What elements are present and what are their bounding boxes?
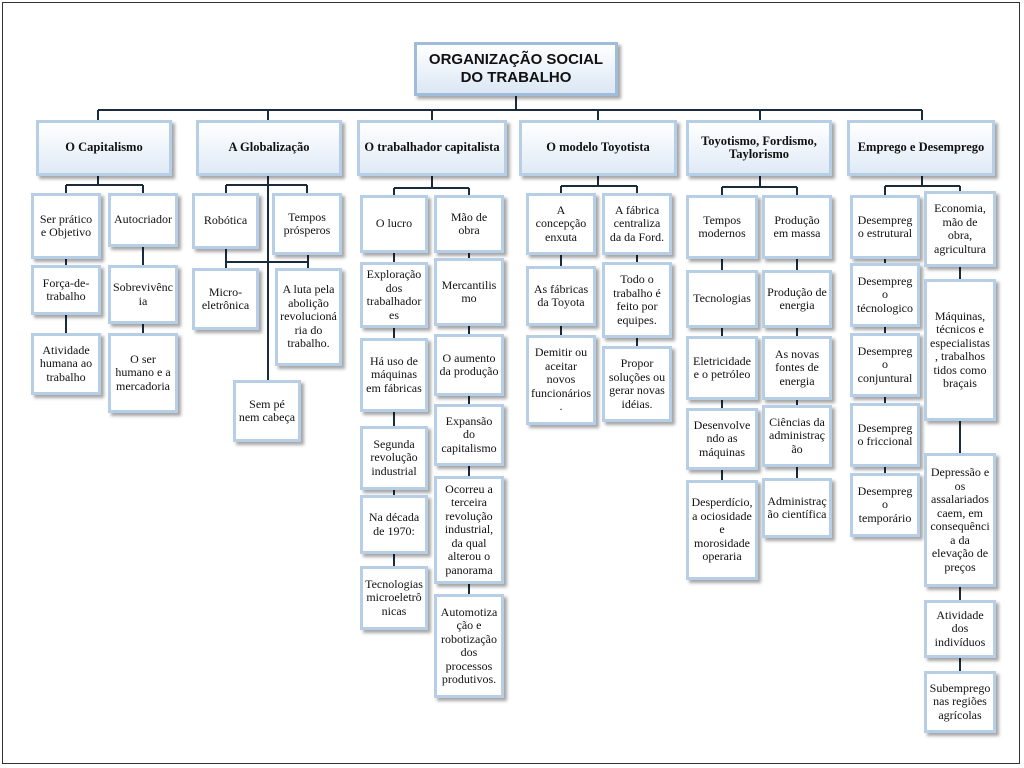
node-demitir-aceitar: Demitir ou aceitar novos funcionários. — [526, 335, 596, 425]
node-fabricas-toyota: As fábricas da Toyota — [526, 266, 596, 326]
node-desperdicio: Desperdício, a ociosidade e morosidade o… — [686, 480, 758, 580]
node-eletricidade-petroleo: Eletricidade e o petróleo — [686, 336, 758, 400]
node-expansao-capitalismo: Expansão do capitalismo — [434, 404, 504, 466]
node-mao-de-obra: Mão de obra — [434, 195, 504, 253]
node-economia-mao-de-obra: Economia, mão de obra, agricultura — [924, 191, 996, 267]
node-propor-solucoes: Propor soluções ou gerar novas idéias. — [602, 346, 672, 422]
header-emprego-desemprego: Emprego e Desemprego — [847, 120, 995, 176]
node-depressao-assalariados: Depressão e os assalariados caem, em con… — [924, 453, 996, 587]
node-desemprego-temporario: Desemprego temporário — [850, 473, 920, 537]
node-micro-eletronica: Micro-eletrônica — [192, 268, 259, 330]
node-ser-pratico: Ser prático e Objetivo — [31, 193, 101, 259]
node-desemprego-tecnologico: Desemprego técnologico — [850, 263, 920, 327]
node-mercantilismo: Mercantilismo — [434, 258, 504, 326]
node-atividade-humana: Atividade humana ao trabalho — [31, 333, 101, 395]
diagram-title: ORGANIZAÇÃO SOCIAL DO TRABALHO — [414, 42, 618, 96]
node-automotizacao: Automotização e robotização dos processo… — [434, 594, 504, 698]
node-trabalho-equipes: Todo o trabalho é feito por equipes. — [602, 262, 672, 338]
node-tecnologias: Tecnologias — [686, 270, 758, 328]
node-producao-energia: Produção de energia — [762, 270, 832, 328]
node-fabrica-ford: A fábrica centraliza da da Ford. — [602, 193, 672, 255]
node-desemprego-conjuntural: Desemprego conjuntural — [850, 333, 920, 397]
node-exploracao: Exploração dos trabalhadores — [360, 262, 428, 328]
header-o-trabalhador-capitalista: O trabalhador capitalista — [357, 120, 507, 176]
header-o-modelo-toyotista: O modelo Toyotista — [519, 120, 677, 176]
node-robotica: Robótica — [192, 193, 259, 249]
node-desemprego-friccional: Desemprego friccional — [850, 403, 920, 467]
node-ciencias-administracao: Ciências da administração — [762, 405, 832, 467]
node-terceira-revolucao: Ocorreu a terceira revolução industrial,… — [434, 476, 504, 584]
node-desemprego-estrutural: Desemprego estrutural — [850, 195, 920, 259]
node-tempos-prosperos: Tempos prósperos — [272, 193, 342, 255]
node-autocriador: Autocriador — [108, 193, 178, 247]
node-o-lucro: O lucro — [360, 195, 428, 253]
node-ser-humano-mercadoria: O ser humano e a mercadoria — [108, 333, 178, 413]
node-maquinas-tecnicos: Máquinas, técnicos e especialistas, trab… — [924, 279, 996, 421]
node-decada-1970: Na década de 1970: — [360, 495, 428, 554]
node-sem-pe-nem-cabeca: Sem pé nem cabeça — [233, 380, 301, 442]
node-segunda-revolucao: Segunda revolução industrial — [360, 426, 428, 490]
node-sobrevivencia: Sobrevivência — [108, 265, 178, 324]
header-a-globalizacao: A Globalização — [196, 120, 342, 176]
node-tempos-modernos: Tempos modernos — [686, 195, 758, 259]
node-luta-abolicao: A luta pela abolição revolucionária do t… — [275, 268, 342, 366]
header-o-capitalismo: O Capitalismo — [36, 120, 172, 176]
node-producao-em-massa: Produção em massa — [762, 195, 832, 259]
node-desenvolvendo-maquinas: Desenvolvendo as máquinas — [686, 408, 758, 470]
node-tecnologias-microeletronicas: Tecnologias microeletrônicas — [360, 566, 428, 630]
node-uso-maquinas: Há uso de máquinas em fábricas — [360, 338, 428, 412]
node-concepcao-enxuta: A concepção enxuta — [526, 193, 596, 255]
node-atividade-individuos: Atividade dos indivíduos — [924, 600, 996, 658]
header-toyotismo-fordismo-taylorismo: Toyotismo, Fordismo, Taylorismo — [686, 120, 832, 176]
node-novas-fontes: As novas fontes de energia — [762, 336, 832, 400]
node-aumento-producao: O aumento da produção — [434, 334, 504, 396]
node-administracao-cientifica: Administração científica — [762, 478, 832, 538]
node-forca-de-trabalho: Força-de-trabalho — [31, 265, 101, 315]
node-subemprego-regioes: Subemprego nas regiões agrícolas — [924, 671, 996, 733]
